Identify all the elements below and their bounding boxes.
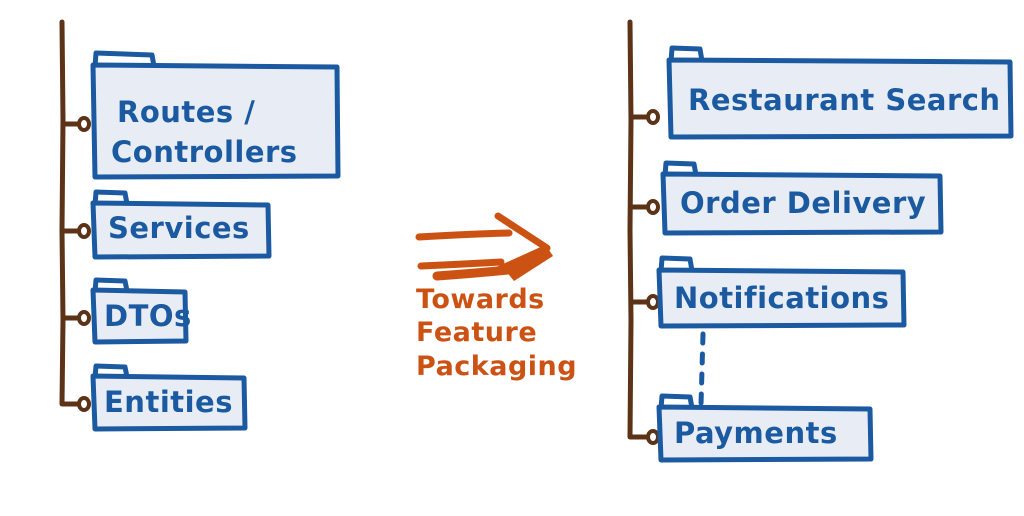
folder-body	[90, 373, 248, 432]
left-branch-4	[60, 396, 91, 412]
right-branch-4	[628, 429, 660, 445]
right-branch-3	[628, 294, 660, 310]
right-branch-dot-1	[646, 109, 660, 125]
folder-order-delivery[interactable]: Order Delivery	[660, 160, 944, 236]
folder-label-routes: Routes /	[117, 95, 255, 129]
folder-label-order-delivery: Order Delivery	[680, 186, 926, 220]
folder-restaurant-search[interactable]: Restaurant Search	[666, 45, 1014, 140]
left-branch-dot-2	[77, 223, 91, 239]
folder-label-payments: Payments	[674, 416, 838, 450]
left-branch-1	[60, 116, 91, 132]
right-branch-dot-3	[646, 294, 660, 310]
left-branch-3	[60, 310, 91, 326]
folder-payments[interactable]: Payments	[656, 393, 874, 463]
dashed-connector-notifications-payments	[698, 331, 706, 408]
right-branch-dot-2	[646, 199, 660, 215]
folder-label-restaurant-search: Restaurant Search	[688, 83, 1001, 117]
folder-dtos[interactable]: DTOs	[90, 277, 192, 345]
annotation-label: Towards Feature Packaging	[416, 284, 577, 382]
folder-body	[656, 404, 874, 463]
left-branch-dot-3	[77, 310, 91, 326]
folder-label-entities: Entities	[104, 385, 233, 419]
left-tree-trunk	[59, 19, 91, 412]
left-branch-dot-1	[77, 116, 91, 132]
folder-routes-controllers[interactable]: Routes / Controllers	[90, 50, 341, 180]
right-branch-2	[628, 199, 660, 215]
left-branch-dot-4	[77, 396, 91, 412]
folder-services[interactable]: Services	[90, 189, 272, 260]
folder-label-services: Services	[108, 211, 250, 245]
right-branch-1	[628, 109, 660, 125]
right-branch-dot-4	[646, 429, 660, 445]
towards-arrow-icon	[415, 212, 553, 281]
folder-body	[660, 171, 944, 236]
folder-body	[666, 57, 1014, 140]
folder-body	[656, 267, 907, 329]
folder-body	[90, 200, 272, 260]
folder-label-controllers: Controllers	[111, 135, 298, 169]
annotation-line-3: Packaging	[416, 351, 577, 382]
folder-label-dtos: DTOs	[104, 299, 192, 333]
annotation-line-1: Towards	[416, 284, 545, 315]
right-tree-trunk	[627, 19, 660, 445]
folder-label-notifications: Notifications	[674, 281, 889, 315]
folder-entities[interactable]: Entities	[90, 363, 248, 432]
folder-body	[90, 62, 341, 180]
annotation-line-2: Feature	[416, 317, 537, 348]
folder-body	[90, 287, 189, 345]
left-branch-2	[60, 223, 91, 239]
folder-notifications[interactable]: Notifications	[656, 255, 907, 329]
